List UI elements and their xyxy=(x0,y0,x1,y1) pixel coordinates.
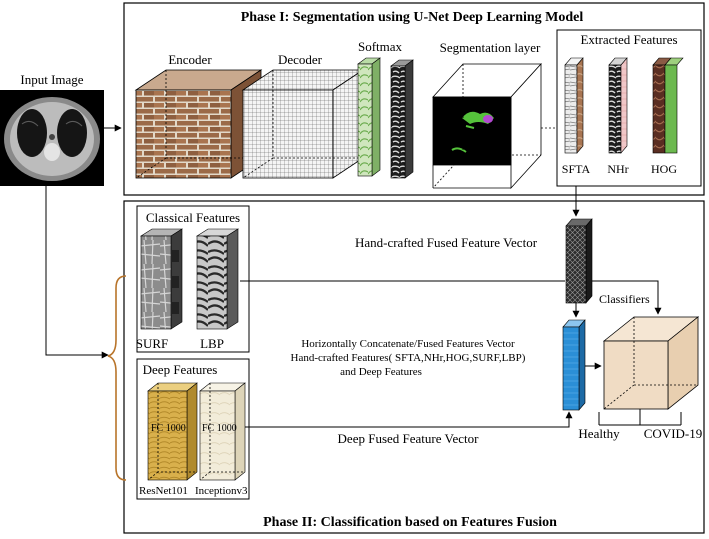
concat-line-1: Horizontally Concatenate/Fused Features … xyxy=(301,338,515,350)
deep-features-box xyxy=(136,358,250,500)
deep-to-concat-arrow xyxy=(245,411,573,428)
nhr-feature-block xyxy=(608,57,628,154)
covid19-label: COVID-19 xyxy=(644,426,703,441)
softmax-block-green xyxy=(357,57,381,177)
features-bracket xyxy=(107,275,127,481)
phase2-box xyxy=(123,200,705,534)
softmax-block-bw xyxy=(390,59,414,179)
classifiers-label: Classifiers xyxy=(599,292,650,306)
healthy-label: Healthy xyxy=(578,426,620,441)
phase2-title: Phase II: Classification based on Featur… xyxy=(263,515,557,530)
hog-feature-block xyxy=(652,57,684,154)
concat-line-3: and Deep Features xyxy=(340,366,422,378)
segmentation-cube xyxy=(432,62,542,190)
nhr-label: NHr xyxy=(607,162,628,176)
surf-feature-block xyxy=(139,228,184,330)
input-image-label: Input Image xyxy=(20,72,83,87)
segmentation-label: Segmentation layer xyxy=(440,40,541,55)
encoder-cube xyxy=(134,69,263,179)
resnet-fc-label: FC 1000 xyxy=(151,423,186,434)
lbp-feature-block xyxy=(195,228,240,330)
surf-label: SURF xyxy=(136,336,169,351)
concatenated-fused-vector-block xyxy=(562,319,586,411)
inceptionv3-label: Inceptionv3 xyxy=(195,485,248,497)
input-to-phase2-arrow xyxy=(45,186,109,359)
extracted-features-title: Extracted Features xyxy=(580,32,677,47)
handcrafted-to-classifiers-arrow xyxy=(592,280,662,315)
deep-vector-label: Deep Fused Feature Vector xyxy=(338,431,480,446)
decoder-label: Decoder xyxy=(278,52,323,67)
lbp-label: LBP xyxy=(200,336,224,351)
extracted-features-box xyxy=(556,29,702,187)
classical-features-title: Classical Features xyxy=(146,210,240,225)
classifier-output-legs xyxy=(598,412,682,425)
sfta-feature-block xyxy=(564,57,584,154)
sfta-label: SFTA xyxy=(562,162,591,176)
handcrafted-fused-vector-block xyxy=(565,218,593,304)
input-ct-image xyxy=(0,90,104,186)
decoder-cube xyxy=(241,69,365,179)
phase1-box xyxy=(123,2,705,196)
phase1-title: Phase I: Segmentation using U-Net Deep L… xyxy=(241,10,584,25)
resnet101-block xyxy=(147,382,198,481)
resnet101-label: ResNet101 xyxy=(139,485,188,497)
classical-features-box xyxy=(136,205,250,353)
concat-line-2: Hand-crafted Features( SFTA,NHr,HOG,SURF… xyxy=(291,352,526,364)
classifier-cube xyxy=(602,316,700,410)
encoder-label: Encoder xyxy=(168,52,212,67)
hog-label: HOG xyxy=(651,162,677,176)
inceptionv3-block xyxy=(199,382,246,481)
inception-fc-label: FC 1000 xyxy=(202,423,237,434)
deep-features-title: Deep Features xyxy=(143,362,218,377)
handcrafted-vector-label: Hand-crafted Fused Feature Vector xyxy=(355,235,538,250)
softmax-label: Softmax xyxy=(358,39,403,54)
